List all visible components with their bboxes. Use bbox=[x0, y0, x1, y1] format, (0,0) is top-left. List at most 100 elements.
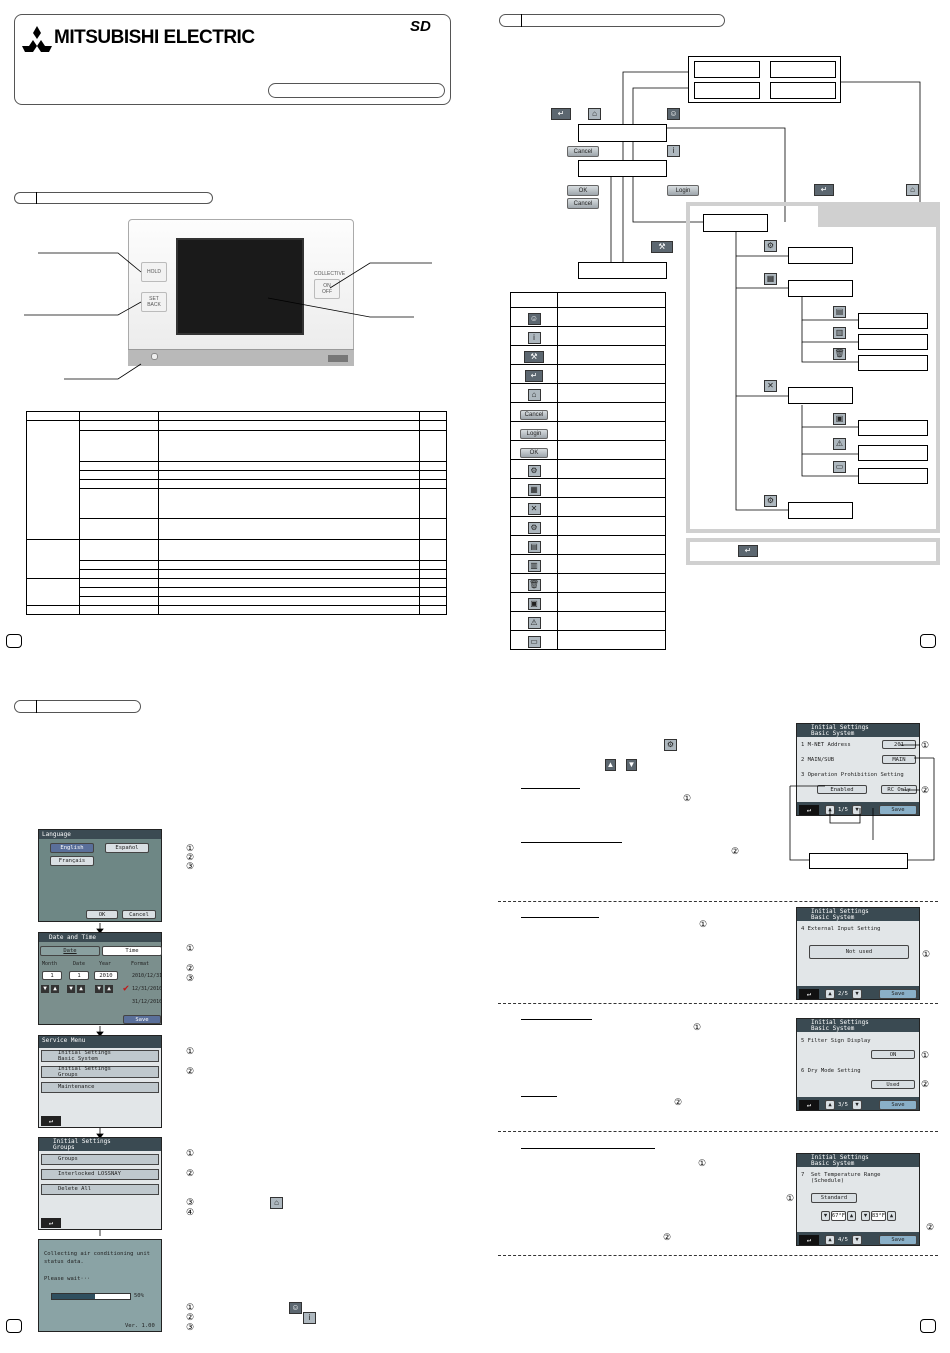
high-up-button[interactable]: ▲ bbox=[887, 1211, 896, 1221]
save-button[interactable]: Save bbox=[879, 1235, 917, 1245]
filter-sign-field[interactable]: ON bbox=[871, 1050, 915, 1059]
year-field[interactable]: 2010 bbox=[94, 971, 118, 980]
setback-button[interactable]: SET BACK bbox=[141, 292, 167, 312]
date-field[interactable]: 1 bbox=[69, 971, 89, 980]
legend-ok-button: OK bbox=[520, 447, 548, 458]
english-button[interactable]: English bbox=[50, 843, 94, 853]
page-down-button[interactable]: ▼ bbox=[852, 1235, 862, 1245]
page-down-button[interactable]: ▼ bbox=[852, 989, 862, 999]
return-icon[interactable]: ↵ bbox=[799, 1235, 819, 1245]
main-sub-field[interactable]: MAIN bbox=[882, 755, 916, 764]
collecting-line3: Please wait··· bbox=[44, 1276, 91, 1282]
marker: ② bbox=[731, 846, 740, 856]
home-icon[interactable]: ⌂ bbox=[588, 108, 601, 120]
save-button[interactable]: Save bbox=[123, 1015, 161, 1024]
up-arrow-icon[interactable]: ▲ bbox=[77, 985, 85, 993]
mnet-address-field[interactable]: 201 bbox=[882, 740, 916, 749]
save-button[interactable]: Save bbox=[879, 805, 917, 815]
save-icon[interactable]: ▭ bbox=[833, 461, 846, 473]
login-button[interactable]: Login bbox=[667, 185, 699, 196]
other-settings-icon[interactable]: ⚙ bbox=[764, 495, 777, 507]
return-icon[interactable]: ↵ bbox=[799, 989, 819, 999]
save-button[interactable]: Save bbox=[879, 1100, 917, 1110]
tab-time[interactable]: Time bbox=[102, 946, 162, 956]
return-icon[interactable]: ↵ bbox=[41, 1116, 61, 1126]
low-up-button[interactable]: ▲ bbox=[847, 1211, 856, 1221]
delete-icon[interactable]: 🗑 bbox=[833, 348, 846, 360]
return-icon[interactable]: ↵ bbox=[799, 1100, 819, 1110]
note-box bbox=[686, 538, 940, 565]
menu-item-delete-all[interactable]: Delete All bbox=[41, 1184, 159, 1195]
espanol-button[interactable]: Español bbox=[105, 843, 149, 853]
home-icon[interactable]: ⌂ bbox=[906, 184, 919, 196]
low-temp-field[interactable]: 67°F bbox=[831, 1211, 846, 1221]
lossnay-icon[interactable]: ▥ bbox=[833, 327, 846, 339]
tab-time-label: Time bbox=[125, 948, 139, 954]
format-option-2[interactable]: 12/31/2010 bbox=[132, 986, 163, 992]
menu-item-label: Delete All bbox=[58, 1186, 92, 1192]
enabled-option[interactable]: Enabled bbox=[817, 785, 867, 794]
francais-button[interactable]: Français bbox=[50, 856, 94, 866]
return-icon[interactable]: ↵ bbox=[551, 108, 571, 120]
format-option-3[interactable]: 31/12/2010 bbox=[132, 999, 163, 1005]
up-arrow-icon[interactable]: ▲ bbox=[51, 985, 59, 993]
tab-date[interactable]: Date bbox=[40, 946, 100, 956]
marker: ② bbox=[186, 1168, 195, 1178]
return-icon[interactable]: ↵ bbox=[738, 545, 758, 557]
high-down-button[interactable]: ▼ bbox=[861, 1211, 870, 1221]
flow-box-error bbox=[858, 445, 928, 461]
menu-item-groups[interactable]: Initial Settings Groups bbox=[41, 1066, 159, 1078]
dry-mode-field[interactable]: Used bbox=[871, 1080, 915, 1089]
return-icon[interactable]: ↵ bbox=[814, 184, 834, 196]
return-icon[interactable]: ↵ bbox=[799, 805, 819, 815]
flow-box bbox=[694, 61, 760, 78]
month-field[interactable]: 1 bbox=[42, 971, 62, 980]
section-divider bbox=[498, 901, 938, 902]
hold-button[interactable]: HOLD bbox=[141, 262, 167, 282]
service-person-icon[interactable]: ☺ bbox=[667, 108, 680, 120]
format-option-1[interactable]: 2010/12/31 bbox=[132, 973, 163, 979]
menu-item-basic-system[interactable]: Initial Settings Basic System bbox=[41, 1050, 159, 1062]
monitor-icon[interactable]: ▣ bbox=[833, 413, 846, 425]
menu-item-groups[interactable]: Groups bbox=[41, 1154, 159, 1165]
menu-item-maintenance[interactable]: Maintenance bbox=[41, 1082, 159, 1093]
tool-icon[interactable]: ⚒ bbox=[651, 241, 673, 253]
up-arrow-icon[interactable]: ▲ bbox=[105, 985, 113, 993]
return-icon[interactable]: ↵ bbox=[41, 1218, 61, 1228]
save-button[interactable]: Save bbox=[879, 989, 917, 999]
groups-icon[interactable]: ▦ bbox=[764, 273, 777, 285]
group-item-icon[interactable]: ▤ bbox=[833, 306, 846, 318]
temp-range-field[interactable]: Standard bbox=[811, 1193, 857, 1203]
error-icon[interactable]: ⚠ bbox=[833, 438, 846, 450]
collective-on-off-button[interactable]: ON OFF bbox=[314, 279, 340, 299]
cancel-button[interactable]: Cancel bbox=[567, 198, 599, 209]
down-arrow-icon[interactable]: ▼ bbox=[95, 985, 103, 993]
page-up-button[interactable]: ▲ bbox=[825, 1235, 835, 1245]
rc-only-option[interactable]: RC Only bbox=[881, 785, 917, 794]
groups-menu-title: Initial Settings Groups bbox=[39, 1138, 161, 1151]
cancel-button[interactable]: Cancel bbox=[567, 146, 599, 157]
high-temp-field[interactable]: 83°F bbox=[871, 1211, 886, 1221]
page-down-button[interactable]: ▼ bbox=[852, 1100, 862, 1110]
marker: ① bbox=[186, 1148, 195, 1158]
flow-box bbox=[694, 82, 760, 99]
down-arrow-icon[interactable]: ▼ bbox=[41, 985, 49, 993]
page-up-button[interactable]: ▲ bbox=[825, 989, 835, 999]
maintenance-icon[interactable]: ✕ bbox=[764, 380, 777, 392]
low-down-button[interactable]: ▼ bbox=[821, 1211, 830, 1221]
col-date: Date bbox=[73, 961, 86, 967]
col-month: Month bbox=[42, 961, 58, 967]
menu-item-lossnay[interactable]: Interlocked LOSSNAY bbox=[41, 1169, 159, 1180]
ok-button[interactable]: OK bbox=[86, 910, 118, 919]
external-input-field[interactable]: Not used bbox=[809, 945, 909, 959]
page-down-button[interactable]: ▼ bbox=[852, 805, 862, 815]
down-arrow-icon[interactable]: ▼ bbox=[67, 985, 75, 993]
basic-settings-icon[interactable]: ⚙ bbox=[764, 240, 777, 252]
page-up-button[interactable]: ▲ bbox=[825, 1100, 835, 1110]
ok-button[interactable]: OK bbox=[567, 185, 599, 196]
filter-sign-value: ON bbox=[889, 1051, 897, 1058]
cancel-button[interactable]: Cancel bbox=[122, 910, 156, 919]
collective-label: COLLECTIVE bbox=[314, 271, 346, 277]
up-arrow-icon: ▲ bbox=[605, 759, 616, 771]
info-icon[interactable]: i bbox=[667, 145, 680, 157]
